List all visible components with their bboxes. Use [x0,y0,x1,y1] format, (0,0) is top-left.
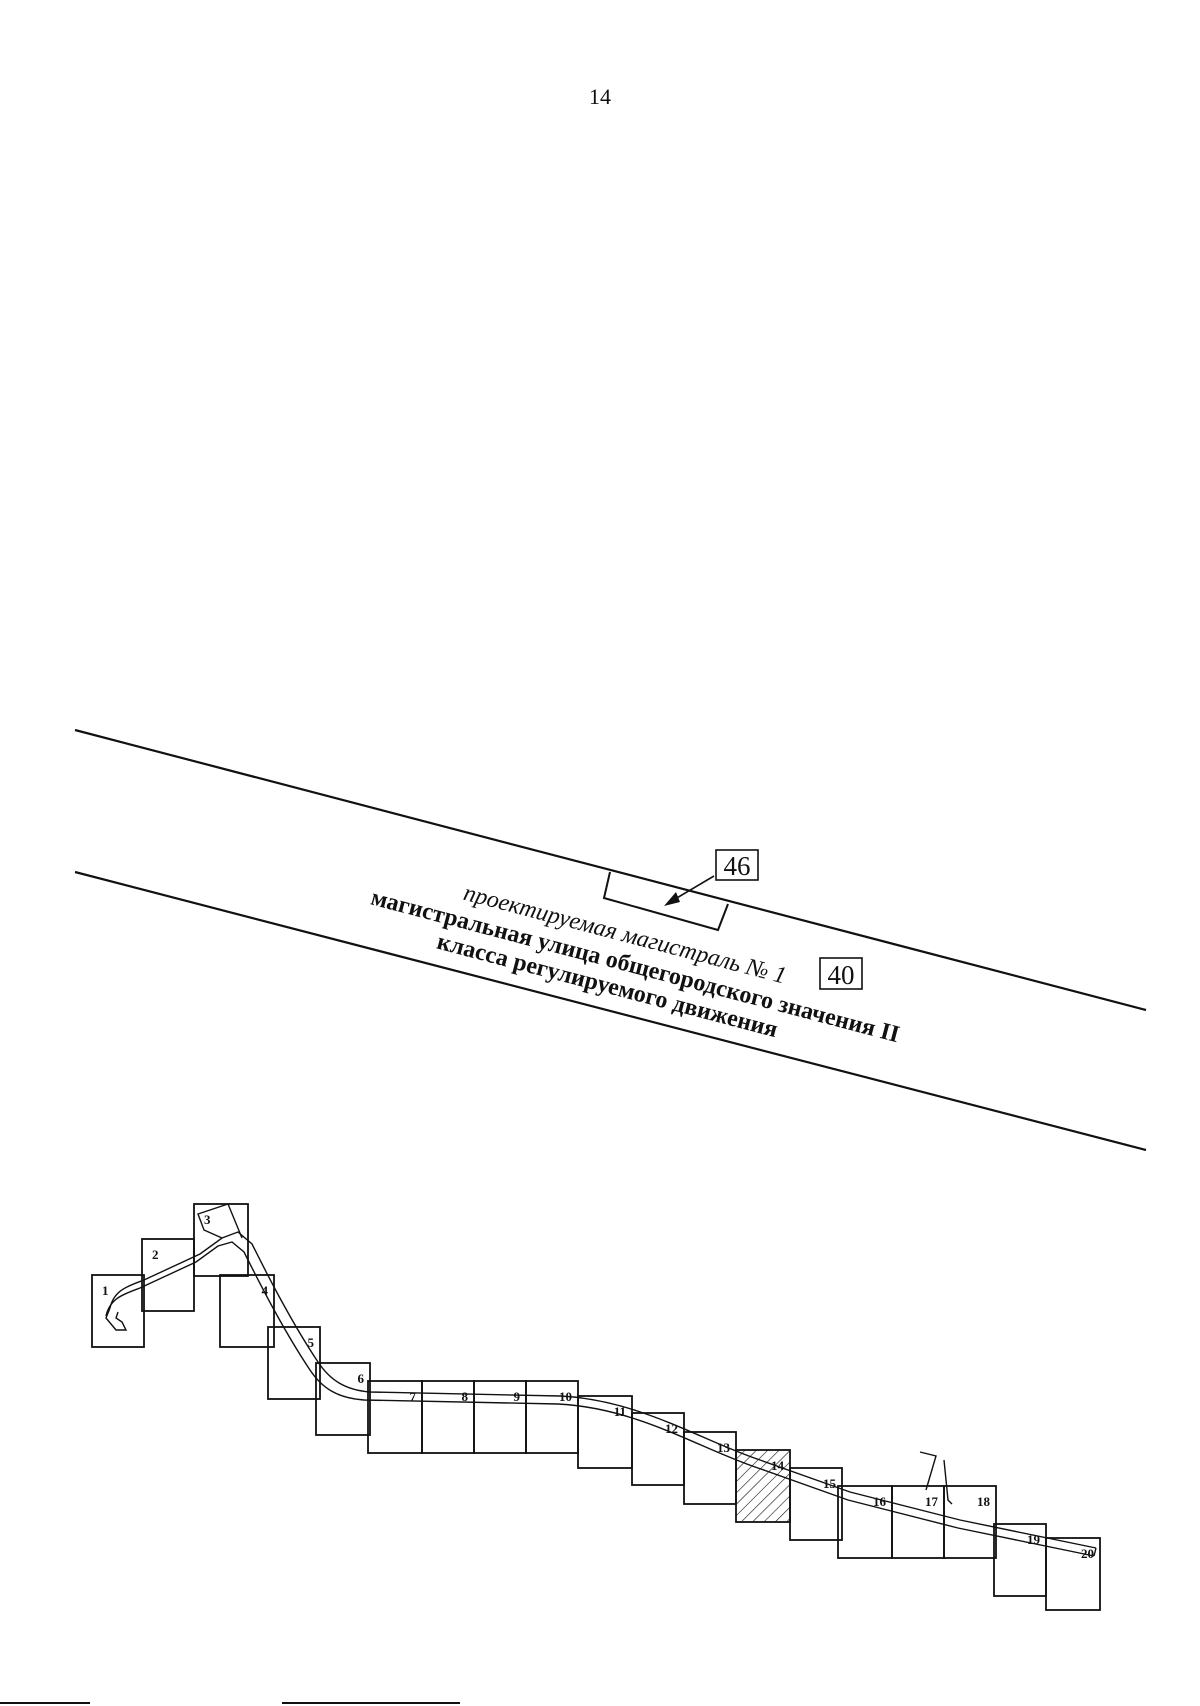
sheet-label-9: 9 [514,1389,521,1404]
sheet-label-5: 5 [308,1335,315,1350]
street-boundary-south [74,870,1147,1152]
street-boundary-north [74,728,1147,1012]
route-path-inner [105,1241,1095,1557]
plot-46-arrowhead [664,892,680,906]
route-branch-sheet17 [919,1451,937,1491]
route-branch-sheet3 [197,1203,243,1239]
route-branch-sheet18 [943,1459,953,1505]
sheet-box-20 [1045,1537,1101,1611]
street-tag: 40 [828,960,855,990]
sheet-box-15 [789,1467,843,1541]
sheet-label-2: 2 [152,1247,159,1262]
sheet-label-20: 20 [1081,1546,1094,1561]
sheet-label-3: 3 [204,1212,211,1227]
route-path-outer [109,1231,1097,1549]
sheet-label-7: 7 [410,1389,417,1404]
street-name-line2: магистральная улица общегородского значе… [368,885,902,1048]
sheet-label-8: 8 [462,1389,469,1404]
street-tag-box [819,957,863,990]
sheet-label-6: 6 [358,1371,365,1386]
sheet-label-16: 16 [873,1494,887,1509]
sheet-box-6 [315,1362,371,1436]
sheet-box-18 [943,1485,997,1559]
sheet-label-4: 4 [262,1283,269,1298]
route-start-hook [105,1307,128,1331]
sheet-box-3 [193,1203,249,1277]
sheet-label-15: 15 [823,1476,837,1491]
sheet-label-18: 18 [977,1494,991,1509]
sheet-label-17: 17 [925,1494,939,1509]
route-end-cap [1093,1547,1097,1557]
sheet-label-13: 13 [717,1440,731,1455]
plot-46-outline [602,871,729,932]
sheet-label-1: 1 [102,1283,109,1298]
page-number: 14 [589,84,611,109]
sheet-box-1 [91,1274,145,1348]
plot-46-tag-box [715,849,759,881]
plot-46-tag: 46 [724,851,751,881]
sheet-label-14: 14 [771,1458,785,1473]
